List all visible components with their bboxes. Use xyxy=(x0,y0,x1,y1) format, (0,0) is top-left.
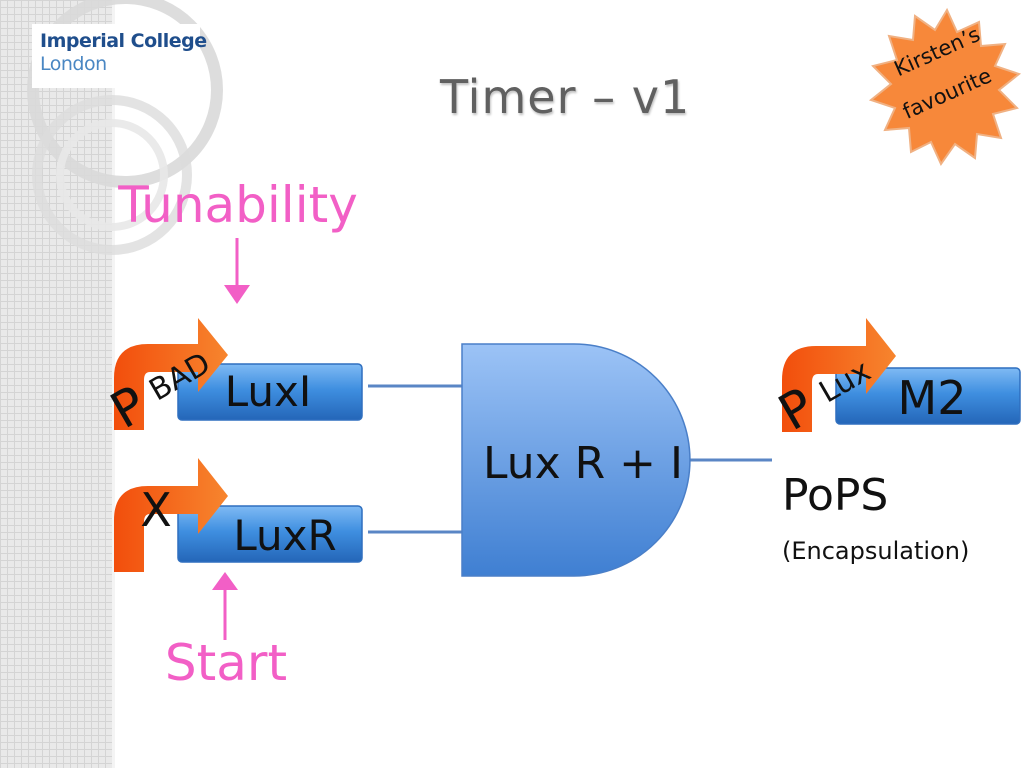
m2-gene-box: M2 xyxy=(835,367,1021,425)
luxi-gene-box: LuxI xyxy=(177,363,363,421)
x-promoter-arrow xyxy=(114,458,228,572)
x-promoter: X xyxy=(114,458,228,572)
luxr-label: LuxR xyxy=(233,511,336,560)
slide-title: Timer – v1 xyxy=(440,70,691,124)
pbad-promoter: P BAD xyxy=(101,318,228,440)
pbad-promoter-arrow xyxy=(114,318,228,430)
luxr-gene-box: LuxR xyxy=(177,505,363,563)
logo-line-london: London xyxy=(40,53,107,75)
starburst-shape xyxy=(868,7,1022,167)
logo-line-imperial-college: Imperial College xyxy=(40,30,207,52)
kirstens-favourite-badge: Kirsten’s favourite xyxy=(868,7,1022,167)
left-strip-edge xyxy=(112,0,115,768)
plux-letter: P xyxy=(769,377,824,442)
start-arrow xyxy=(212,572,238,640)
plux-promoter-arrow xyxy=(782,318,896,432)
tunability-arrow xyxy=(224,238,250,304)
x-letter: X xyxy=(140,483,172,537)
luxi-label: LuxI xyxy=(225,367,312,416)
gate-label: Lux R + I xyxy=(483,438,683,489)
imperial-college-logo: Imperial College London xyxy=(32,24,207,88)
and-gate: Lux R + I xyxy=(461,343,691,577)
tunability-label: Tunability xyxy=(117,176,358,234)
encapsulation-label: (Encapsulation) xyxy=(782,537,969,565)
m2-label: M2 xyxy=(898,371,967,425)
pops-label: PoPS xyxy=(782,470,888,521)
start-label: Start xyxy=(165,634,287,692)
